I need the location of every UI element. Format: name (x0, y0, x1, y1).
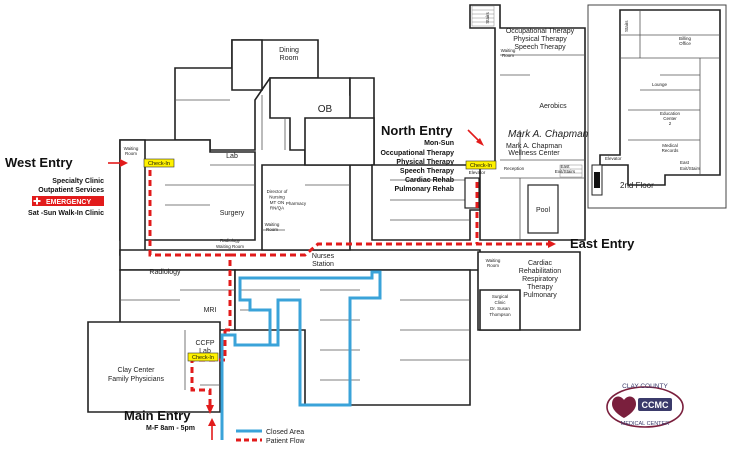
north-service-3: Cardiac Rehab (405, 177, 454, 184)
stairs-hatch (471, 5, 583, 178)
east-arrow-icon (548, 240, 556, 248)
pool-area (527, 184, 559, 234)
north-service-0: Occupational Therapy (380, 150, 454, 157)
label-reception: Reception (504, 166, 525, 171)
west-entry-line1: Specialty Clinic (52, 178, 104, 185)
east-entry-title: East Entry (570, 236, 635, 251)
ccmc-logo: CLAY COUNTY CCMC MEDICAL CENTER (606, 383, 684, 428)
label-aerobics: Aerobics (539, 103, 567, 110)
label-radiology: Radiology (149, 269, 181, 276)
wellness-signature: Mark A. Chapman (508, 129, 589, 140)
west-entry-line3: Sat -Sun Walk-In Clinic (28, 210, 104, 217)
north-service-4: Pulmonary Rehab (394, 186, 454, 193)
emergency-cross-icon (33, 197, 41, 205)
west-entry-arrow-icon (120, 159, 128, 167)
north-service-2: Speech Therapy (400, 168, 454, 175)
logo-badge (638, 398, 672, 411)
label-pharmacy: Pharmacy (286, 201, 307, 206)
checkin-tags: Check-In Check-In Check-In (143, 158, 497, 362)
legend-flow-label: Patient Flow (266, 438, 305, 445)
emergency-label: EMERGENCY (46, 199, 91, 206)
main-entry-title: Main Entry (124, 408, 191, 423)
main-entry-block: Main Entry M-F 8am - 5pm (124, 408, 195, 432)
north-entry-block: North Entry Mon-Sun Occupational Therapy… (380, 123, 454, 193)
label-mri: MRI (204, 307, 217, 314)
flow-arrows (108, 129, 556, 440)
label-elevator-north: Elevator (469, 170, 486, 175)
main-arrow-icon (206, 405, 214, 414)
checkin-label-north: Check-In (470, 163, 492, 169)
logo-center-text: CCMC (642, 400, 669, 410)
patient-flow-path (148, 170, 548, 405)
building-outline (87, 4, 586, 413)
checkin-label-main: Check-In (192, 355, 214, 361)
label-surgery: Surgery (220, 210, 245, 217)
logo-top-text: CLAY COUNTY (622, 383, 668, 390)
label-stairs-top: Stairs (485, 12, 490, 24)
west-entry-line2: Outpatient Services (38, 187, 104, 194)
second-floor-lounge-label: Lounge (652, 82, 668, 87)
main-entry-arrow-icon (208, 418, 216, 426)
label-pool: Pool (536, 207, 550, 214)
north-entry-arrow-icon (476, 138, 484, 146)
label-ob: OB (318, 104, 333, 115)
logo-heart-icon (612, 396, 636, 418)
north-entry-title: North Entry (381, 123, 453, 138)
legend-closed-label: Closed Area (266, 429, 304, 436)
west-entry-title: West Entry (5, 155, 73, 170)
second-floor-elevator-label: Elevator (605, 156, 622, 161)
closed-area-outline (220, 270, 382, 440)
second-floor-stairs-label: Stairs (624, 20, 629, 32)
second-floor-caption: 2nd Floor (620, 181, 654, 190)
north-service-1: Physical Therapy (396, 159, 454, 166)
main-entry-hours: M-F 8am - 5pm (146, 425, 195, 432)
emergency-badge (32, 196, 104, 206)
logo-bottom-text: MEDICAL CENTER (621, 421, 669, 427)
label-lab: Lab (226, 153, 238, 160)
map-legend: Closed Area Patient Flow (236, 429, 305, 445)
north-entry-hours: Mon-Sun (424, 140, 454, 147)
west-entry-block: West Entry Specialty Clinic Outpatient S… (5, 155, 104, 217)
checkin-label-west: Check-In (148, 161, 170, 167)
